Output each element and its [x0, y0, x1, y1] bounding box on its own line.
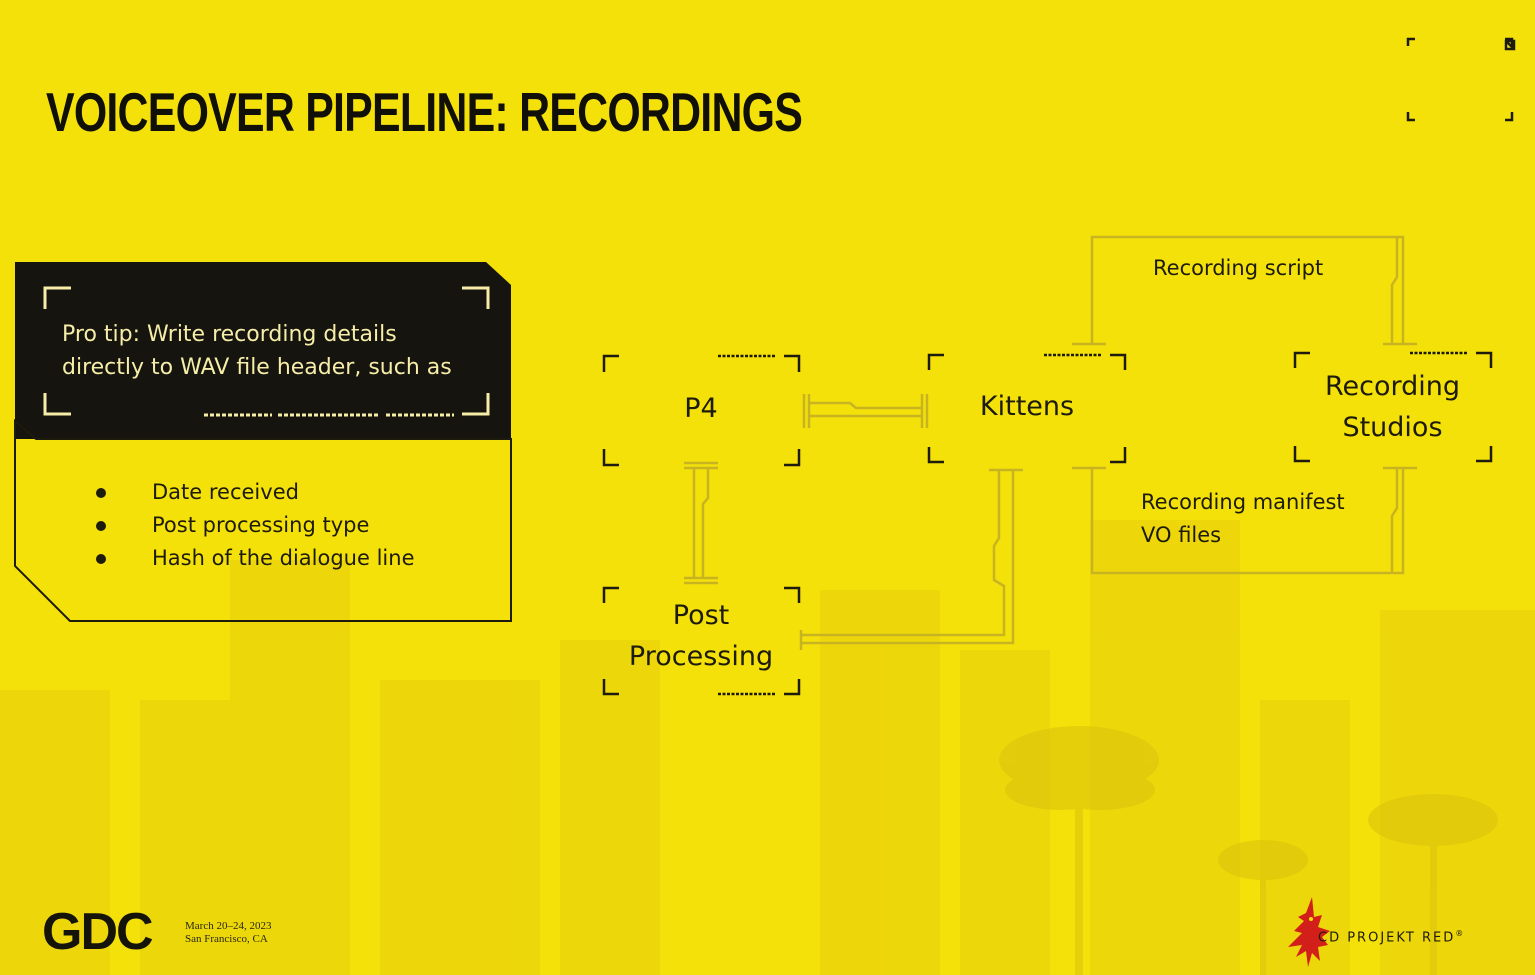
cdpr-bird-icon — [1288, 897, 1330, 967]
edge-label-vo-files: VO files — [1141, 523, 1222, 547]
cdpr-brand: CD PROJEKT RED® — [1318, 929, 1463, 945]
connector-p4-kittens — [802, 394, 929, 428]
connector-p4-post-processing — [684, 461, 718, 585]
event-dates: March 20–24, 2023 — [185, 920, 272, 932]
post-processing-node-frame — [602, 586, 801, 696]
frame-corner-icon — [1406, 37, 1516, 122]
list-item: Post processing type — [94, 509, 415, 542]
bullet-icon — [96, 554, 106, 564]
kittens-node-frame — [927, 353, 1127, 464]
pro-tip-panel — [14, 262, 512, 622]
tip-list: Date received Post processing type Hash … — [94, 476, 415, 575]
event-info: March 20–24, 2023 San Francisco, CA — [185, 920, 271, 946]
gdc-logo: GDC — [42, 903, 154, 961]
bullet-icon — [96, 488, 106, 498]
connector-kittens-post-processing — [799, 468, 1023, 650]
edge-label-recording-manifest: Recording manifest — [1141, 490, 1345, 514]
connector-recording-manifest — [1072, 466, 1417, 575]
pro-tip-heading: Pro tip: Write recording details directl… — [62, 322, 452, 380]
node-p4: P4 — [684, 393, 718, 424]
node-post-processing: Post Processing — [628, 600, 774, 672]
pro-tip-header-bg — [15, 262, 511, 439]
list-item-label: Hash of the dialogue line — [152, 546, 415, 570]
event-location: San Francisco, CA — [185, 933, 268, 945]
list-item-label: Date received — [152, 480, 299, 504]
cdpr-brand-name: CD PROJEKT RED — [1318, 930, 1456, 946]
list-item-label: Post processing type — [152, 513, 370, 537]
node-recording-studios: Recording Studios — [1324, 371, 1461, 443]
pro-tip-body-outline — [14, 418, 512, 622]
edge-label-recording-script: Recording script — [1153, 256, 1324, 280]
recording-studios-node-frame — [1293, 351, 1493, 463]
list-item: Hash of the dialogue line — [94, 542, 415, 575]
list-item: Date received — [94, 476, 415, 509]
bullet-icon — [96, 521, 106, 531]
p4-node-frame — [602, 354, 801, 467]
connector-recording-script — [1072, 235, 1417, 346]
registered-mark: ® — [1455, 929, 1464, 938]
slide-title: VOICEOVER PIPELINE: RECORDINGS — [46, 81, 803, 143]
node-kittens: Kittens — [979, 391, 1075, 422]
